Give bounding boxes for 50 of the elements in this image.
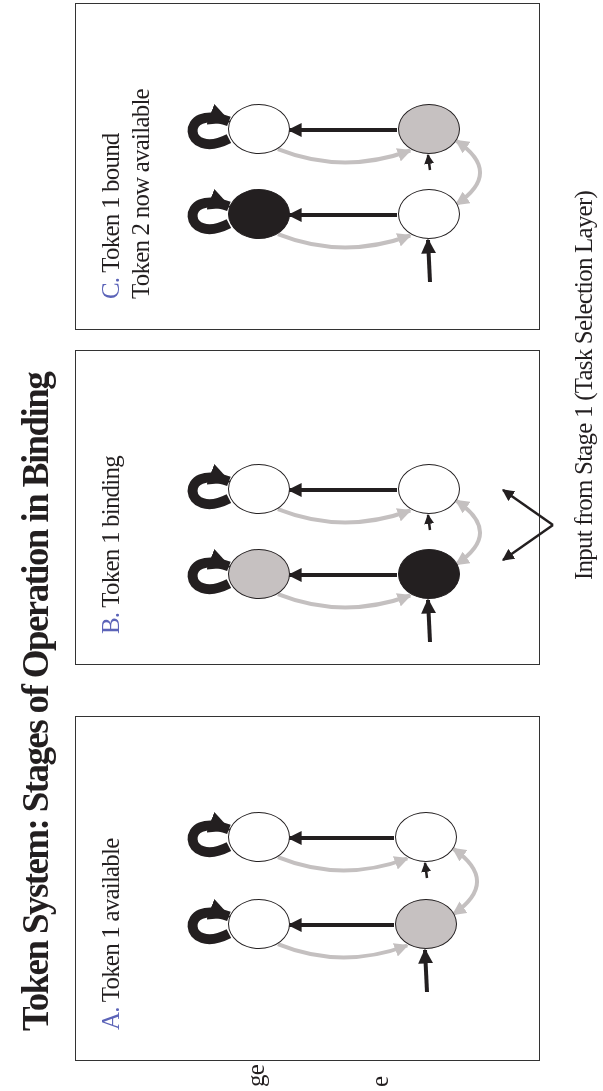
loop-arrow <box>187 900 231 945</box>
arrow <box>287 123 397 137</box>
panel-heading: C. Token 1 bound <box>96 133 125 299</box>
unit-ellipse <box>228 812 290 862</box>
double-arrow <box>454 139 483 206</box>
arrow <box>287 918 394 932</box>
arrow <box>277 592 412 610</box>
double-arrow <box>454 499 483 566</box>
unit-ellipse <box>398 549 460 599</box>
panel-box <box>75 716 540 1061</box>
diagram-title: Token System: Stages of Operation in Binding <box>14 372 57 1031</box>
unit-ellipse <box>395 812 457 862</box>
panel-heading: Token 2 now available <box>126 89 155 299</box>
panel-heading: B. Token 1 binding <box>96 456 125 634</box>
unit-ellipse <box>228 464 290 514</box>
arrow <box>277 507 412 525</box>
unit-ellipse <box>228 549 290 599</box>
unit-ellipse <box>398 464 460 514</box>
input-arrow <box>424 514 435 531</box>
arrow <box>277 942 409 960</box>
panel-box <box>75 3 540 330</box>
double-arrow <box>451 847 479 916</box>
panel-box <box>75 350 540 665</box>
arrow <box>287 208 397 222</box>
arrow <box>287 483 397 497</box>
unit-ellipse <box>228 899 290 949</box>
arrow <box>287 831 394 845</box>
unit-ellipse <box>395 899 457 949</box>
unit-ellipse <box>398 104 460 154</box>
loop-arrow <box>187 550 231 595</box>
loop-arrow <box>187 813 231 858</box>
input-caption: Input from Stage 1 (Task Selection Layer) <box>570 191 598 580</box>
text-fragment: e <box>366 1076 394 1087</box>
input-arrow <box>424 154 435 171</box>
input-arrow <box>421 238 437 283</box>
loop-arrow <box>187 105 231 150</box>
unit-ellipse <box>228 104 290 154</box>
arrow <box>277 855 409 873</box>
arrow <box>277 147 412 165</box>
text-fragment: ge <box>242 1065 270 1087</box>
unit-ellipse <box>398 189 460 239</box>
panel-heading: A. Token 1 available <box>96 838 125 1030</box>
input-arrow <box>421 598 437 643</box>
arrow <box>277 232 412 250</box>
loop-arrow <box>187 190 231 235</box>
loop-arrow <box>187 465 231 510</box>
input-arrow <box>418 948 434 993</box>
arrow <box>287 568 397 582</box>
unit-ellipse <box>228 189 290 239</box>
input-arrow <box>421 862 432 879</box>
